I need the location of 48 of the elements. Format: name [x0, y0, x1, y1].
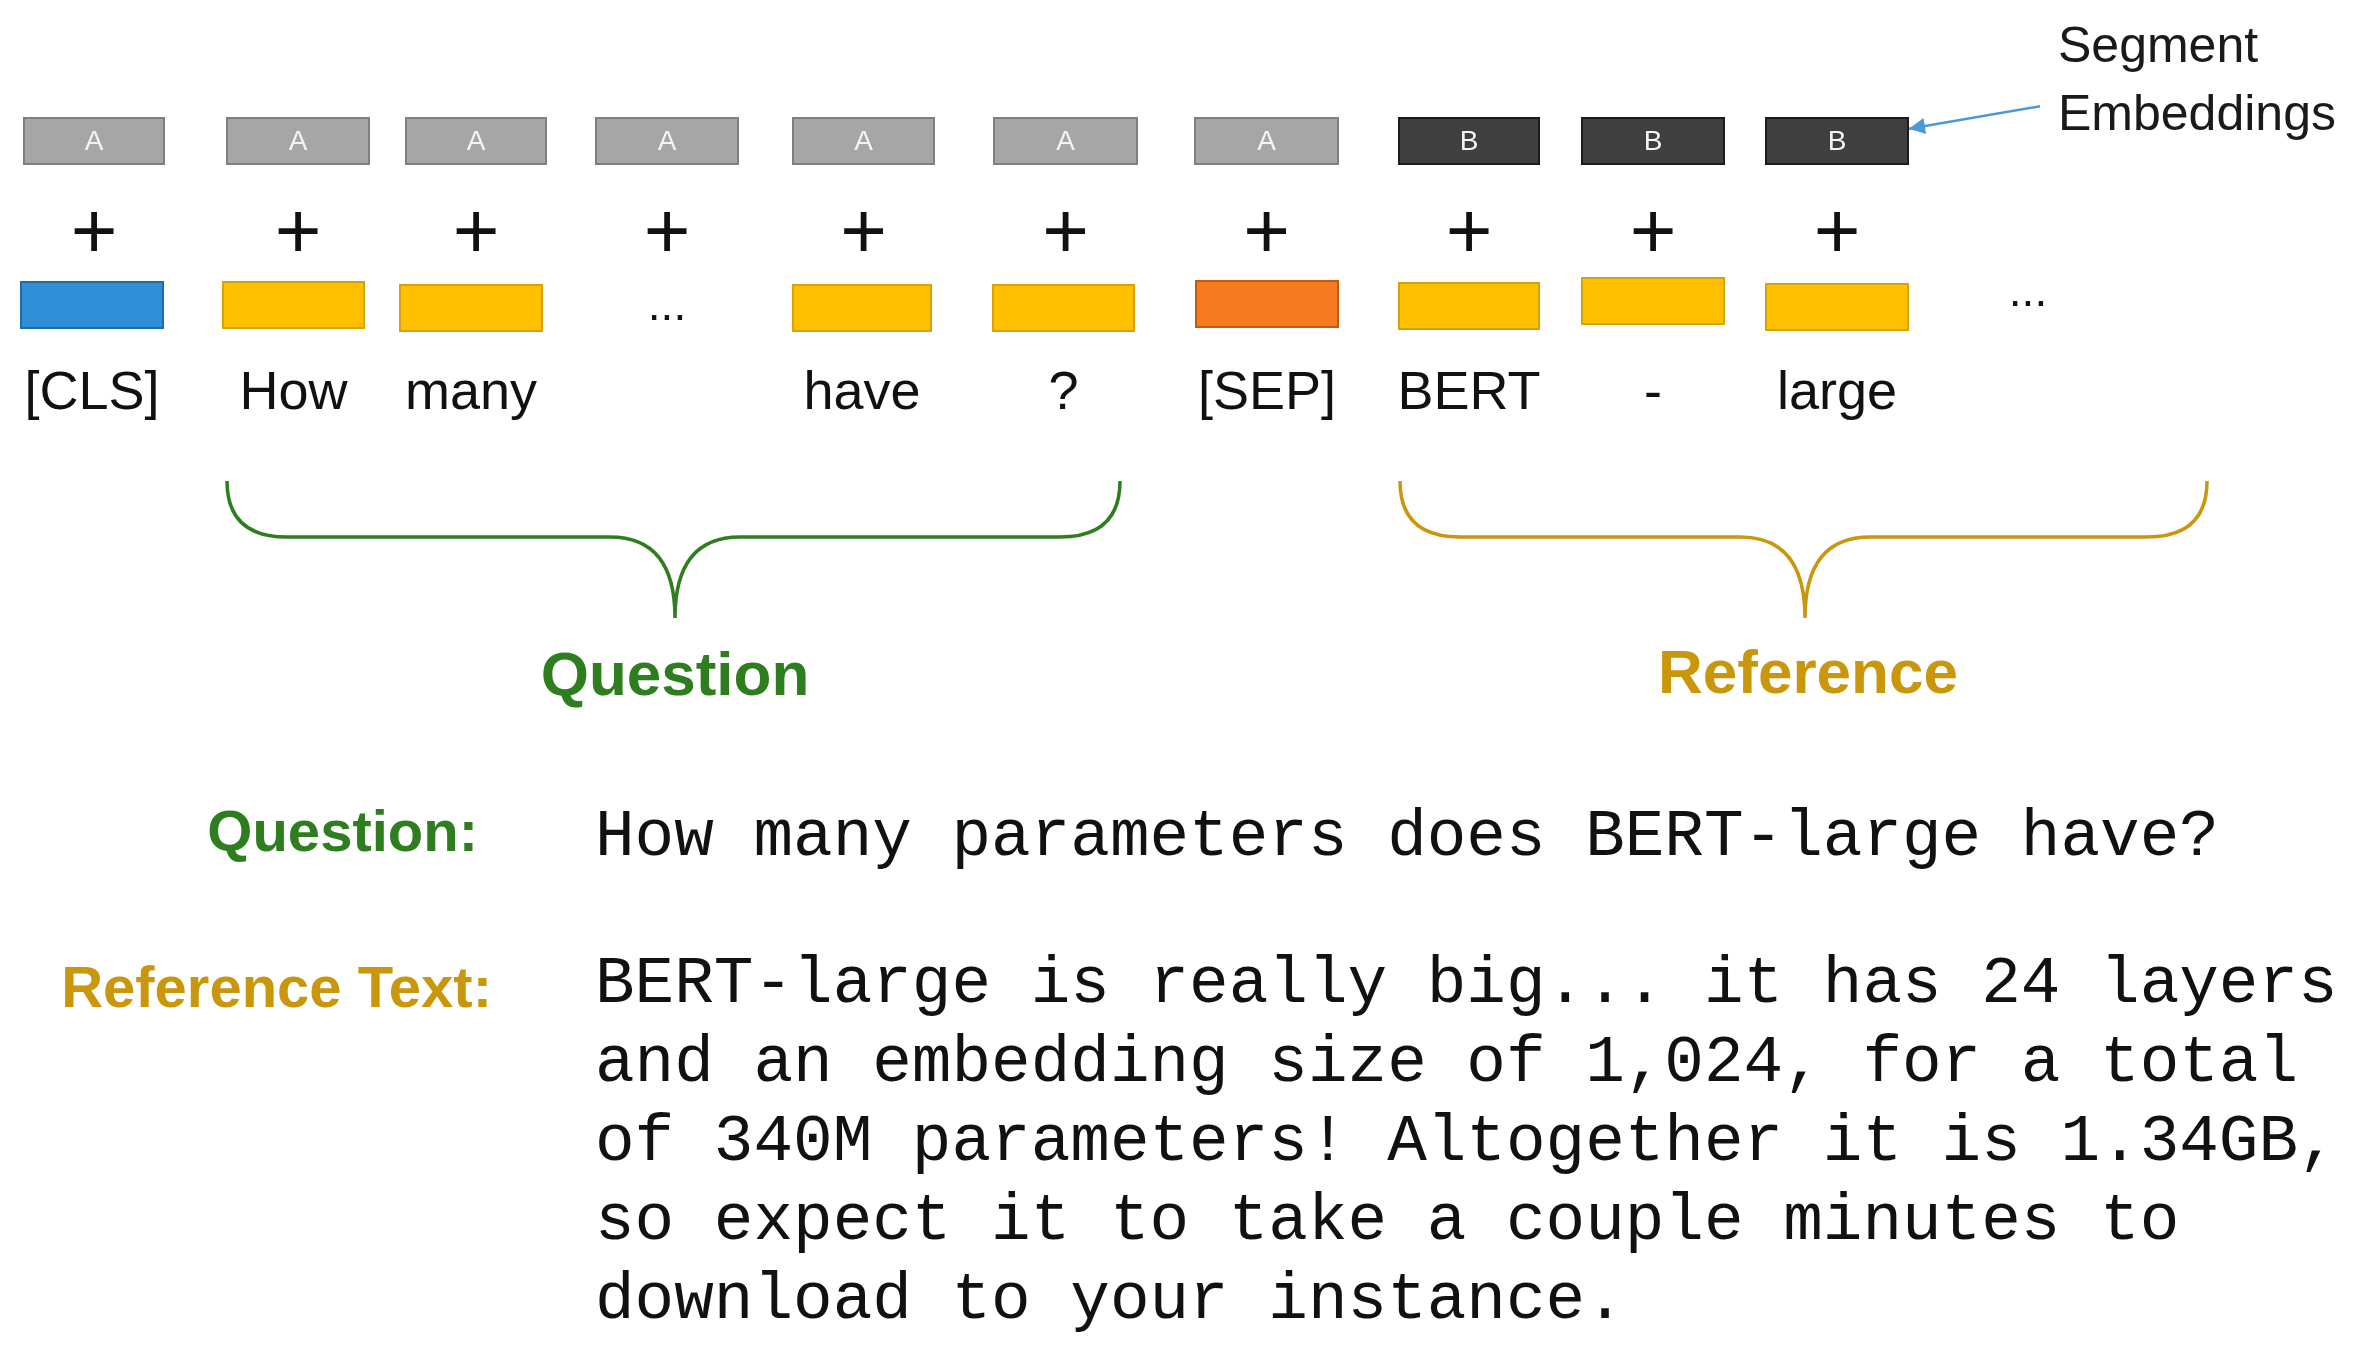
token-text: [SEP]: [1197, 359, 1337, 421]
segment-embedding-box: A: [405, 117, 547, 165]
token-embedding-bar: [1765, 283, 1909, 331]
plus-sign: +: [1629, 203, 1677, 259]
plus-sign: +: [840, 203, 887, 259]
ellipsis: ...: [647, 289, 687, 319]
leader-arrow: [1908, 105, 2041, 134]
segment-embedding-box: B: [1398, 117, 1540, 165]
token-text: [CLS]: [24, 359, 160, 421]
plus-sign: +: [1243, 203, 1290, 259]
token-text: How: [239, 359, 348, 421]
token-embedding-bar: [222, 281, 365, 329]
group-label: Reference: [1658, 636, 1958, 708]
token-text: ?: [1048, 359, 1079, 421]
segment-embedding-box: B: [1765, 117, 1909, 165]
token-text: BERT: [1397, 359, 1541, 421]
token-embedding-bar: [20, 281, 164, 329]
token-text: -: [1644, 359, 1662, 421]
token-text: many: [405, 359, 537, 421]
plus-sign: +: [452, 203, 500, 259]
annotation-text: Segment Embeddings: [2040, 11, 2360, 147]
plus-sign: +: [1813, 203, 1861, 259]
field-label: Question:: [207, 797, 478, 865]
plus-sign: +: [274, 203, 322, 259]
plus-sign: +: [1042, 203, 1089, 259]
question-text: How many parameters does BERT-large have?: [595, 798, 2219, 877]
segment-embedding-box: A: [23, 117, 165, 165]
plus-sign: +: [1445, 203, 1493, 259]
token-text: have: [803, 359, 921, 421]
token-embedding-bar: [1195, 280, 1339, 328]
ellipsis: ...: [2008, 275, 2048, 305]
reference-text: BERT-large is really big... it has 24 layers and an embedding size of 1,024, for a total of 340M parameters! Altogether it is 1.34GB, so expect it to take a couple minutes to download to your instance.: [595, 946, 2339, 1340]
plus-sign: +: [643, 203, 691, 259]
segment-embedding-box: A: [226, 117, 370, 165]
segment-embedding-box: A: [792, 117, 935, 165]
token-text: large: [1776, 359, 1898, 421]
group-label: Question: [540, 638, 810, 710]
segment-embedding-box: B: [1581, 117, 1725, 165]
token-embedding-bar: [1398, 282, 1540, 330]
plus-sign: +: [70, 203, 118, 259]
segment-embedding-box: A: [1194, 117, 1339, 165]
segment-embedding-box: A: [993, 117, 1138, 165]
token-embedding-bar: [992, 284, 1135, 332]
segment-embedding-box: A: [595, 117, 739, 165]
token-embedding-bar: [1581, 277, 1725, 325]
token-embedding-bar: [792, 284, 932, 332]
field-label: Reference Text:: [61, 953, 492, 1021]
token-embedding-bar: [399, 284, 543, 332]
